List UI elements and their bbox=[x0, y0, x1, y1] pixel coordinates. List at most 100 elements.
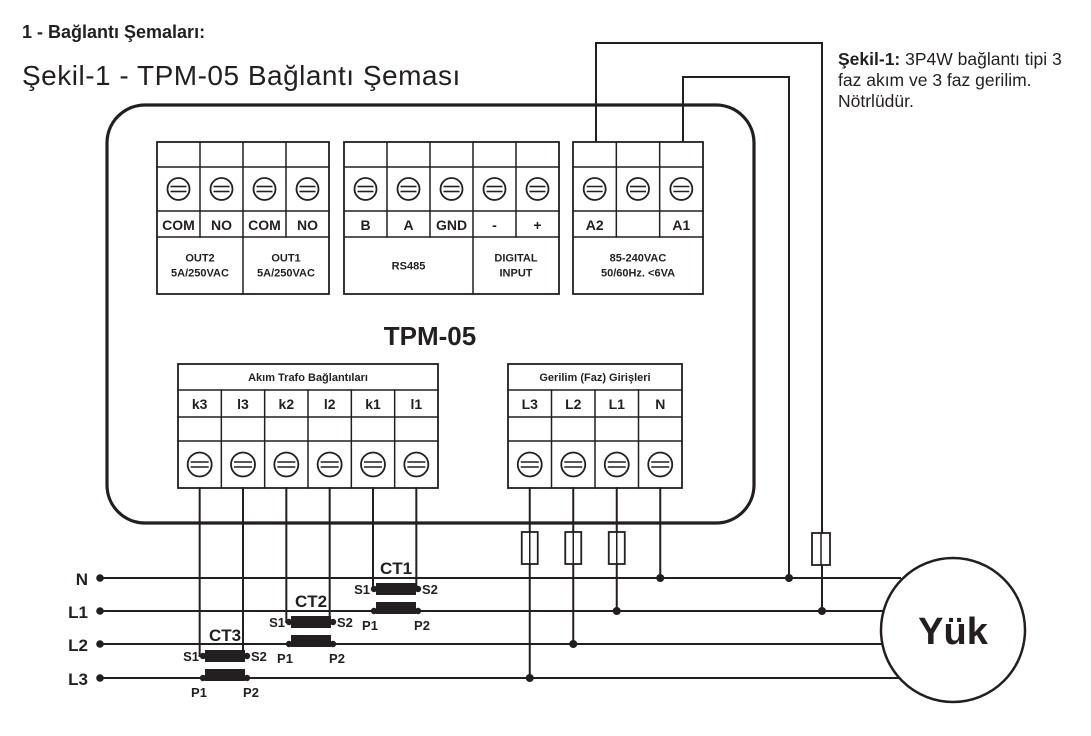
terminal-screw-icon bbox=[252, 177, 277, 201]
terminal-screw-icon bbox=[230, 451, 256, 478]
terminal-screw-icon bbox=[482, 177, 507, 201]
section-title: 1 - Bağlantı Şemaları: bbox=[22, 22, 206, 42]
terminal-screw-icon bbox=[669, 177, 694, 201]
line-label: L1 bbox=[68, 603, 88, 622]
block-title: Gerilim (Faz) Girişleri bbox=[539, 372, 650, 384]
terminal-label: l3 bbox=[237, 396, 249, 412]
ct-p2-dot bbox=[329, 640, 337, 648]
ct-s1-dot bbox=[370, 585, 378, 593]
terminal-screw-icon bbox=[525, 177, 550, 201]
figure-title: Şekil-1 - TPM-05 Bağlantı Şeması bbox=[22, 60, 461, 91]
ct-s2-label: S2 bbox=[422, 582, 438, 597]
terminal-screw-icon bbox=[360, 451, 386, 478]
terminal-screw-icon bbox=[516, 451, 543, 478]
terminal-screw-icon bbox=[396, 177, 421, 201]
terminal-label: GND bbox=[436, 217, 467, 233]
ct-s2-dot bbox=[329, 618, 337, 626]
terminal-label: NO bbox=[211, 217, 232, 233]
ct-name: CT2 bbox=[295, 592, 327, 611]
terminal-screw-icon bbox=[603, 451, 630, 478]
group-label: OUT1 bbox=[271, 253, 300, 265]
ct-core bbox=[291, 616, 331, 628]
ct-s1-label: S1 bbox=[183, 649, 199, 664]
group-label: INPUT bbox=[500, 268, 533, 280]
line-label: N bbox=[76, 570, 88, 589]
ct-core bbox=[291, 635, 331, 647]
terminal-screw-icon bbox=[403, 451, 430, 478]
terminal-label: NO bbox=[297, 217, 318, 233]
group-label: 5A/250VAC bbox=[171, 268, 229, 280]
load-label: Yük bbox=[918, 611, 989, 653]
line-label: L3 bbox=[68, 670, 88, 689]
terminal-screw-icon bbox=[439, 177, 464, 201]
ct-p2-label: P2 bbox=[243, 685, 259, 700]
terminal-label: k2 bbox=[279, 396, 295, 412]
ct-s1-dot bbox=[285, 618, 293, 626]
block-title: Akım Trafo Bağlantıları bbox=[248, 372, 368, 384]
device-name: TPM-05 bbox=[384, 321, 476, 351]
terminal-label: N bbox=[655, 396, 665, 412]
terminal-label: L2 bbox=[565, 396, 582, 412]
ct-s2-label: S2 bbox=[251, 649, 267, 664]
supply-wire-a1 bbox=[682, 76, 790, 578]
terminal-label: k1 bbox=[365, 396, 381, 412]
ct-core bbox=[376, 602, 416, 614]
ct-p1-dot bbox=[370, 607, 378, 615]
group-label: OUT2 bbox=[185, 253, 214, 265]
terminal-screw-icon bbox=[647, 451, 674, 478]
ct-p2-label: P2 bbox=[329, 651, 345, 666]
ct-s2-label: S2 bbox=[337, 615, 353, 630]
terminal-label: + bbox=[533, 217, 541, 233]
ct-s2-dot bbox=[414, 585, 422, 593]
note-label: Şekil-1: bbox=[838, 49, 901, 69]
terminal-screw-icon bbox=[560, 451, 587, 478]
group-label: 5A/250VAC bbox=[257, 268, 315, 280]
group-label: RS485 bbox=[392, 261, 426, 273]
terminal-label: l1 bbox=[410, 396, 422, 412]
junction-dot bbox=[569, 640, 578, 648]
junction-dot bbox=[525, 674, 534, 682]
ct-core bbox=[376, 583, 416, 595]
terminal-screw-icon bbox=[166, 177, 191, 201]
junction-dot bbox=[612, 607, 621, 615]
note-text: 3P4W bağlantı tipi 3 faz akım ve 3 faz g… bbox=[838, 49, 1062, 111]
ct-p1-label: P1 bbox=[191, 685, 207, 700]
load-circle bbox=[879, 556, 1027, 704]
junction-dot bbox=[656, 574, 665, 582]
ct-s1-dot bbox=[199, 652, 207, 660]
ct-name: CT1 bbox=[380, 559, 412, 578]
junction-dot bbox=[818, 607, 826, 615]
ct-s1-label: S1 bbox=[354, 582, 370, 597]
terminal-screw-icon bbox=[316, 451, 343, 478]
ct-core bbox=[205, 669, 245, 681]
terminal-label: COM bbox=[162, 217, 195, 233]
terminal-screw-icon bbox=[626, 177, 650, 201]
terminal-screw-icon bbox=[582, 177, 607, 201]
line-label: L2 bbox=[68, 636, 88, 655]
ct-p1-dot bbox=[199, 674, 207, 682]
terminal-screw-icon bbox=[273, 451, 300, 478]
ct-p1-dot bbox=[285, 640, 293, 648]
group-label: 85-240VAC bbox=[610, 253, 667, 265]
ct-p2-dot bbox=[414, 607, 422, 615]
group-label: 50/60Hz. <6VA bbox=[601, 268, 675, 280]
ct-p2-label: P2 bbox=[414, 618, 430, 633]
terminal-label: A2 bbox=[586, 217, 604, 233]
terminal-label: l2 bbox=[324, 396, 336, 412]
terminal-label: - bbox=[492, 217, 497, 233]
figure-note: Şekil-1: 3P4W bağlantı tipi 3 faz akım v… bbox=[838, 49, 1078, 112]
ct-s2-dot bbox=[243, 652, 251, 660]
terminal-label: COM bbox=[248, 217, 281, 233]
ct-p1-label: P1 bbox=[362, 618, 378, 633]
ct-p2-dot bbox=[243, 674, 251, 682]
terminal-label: L1 bbox=[609, 396, 626, 412]
terminal-label: L3 bbox=[522, 396, 539, 412]
junction-dot bbox=[785, 574, 793, 582]
ct-core bbox=[205, 650, 245, 662]
terminal-label: k3 bbox=[192, 396, 208, 412]
ct-s1-label: S1 bbox=[269, 615, 285, 630]
ct-p1-label: P1 bbox=[277, 651, 293, 666]
ct-name: CT3 bbox=[209, 626, 241, 645]
group-label: DIGITAL bbox=[494, 253, 537, 265]
terminal-screw-icon bbox=[353, 177, 378, 201]
